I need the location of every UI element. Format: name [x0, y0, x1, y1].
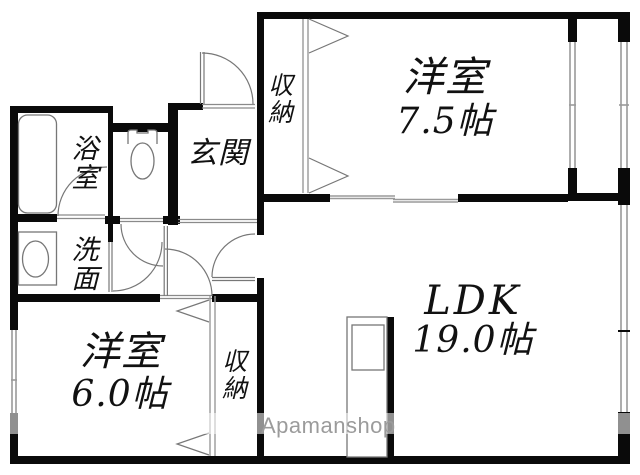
entrance-threshold	[202, 103, 255, 109]
watermark-text: Apamanshop	[261, 413, 396, 438]
wall-toilet-bottom-stub	[163, 216, 180, 224]
room-label-genkan: 玄関	[187, 136, 249, 171]
sliding-door	[302, 19, 309, 193]
toilet-door	[120, 223, 164, 267]
window	[620, 205, 628, 330]
closet-door-marks	[175, 18, 350, 456]
room-label-western-60-name: 洋室	[80, 329, 162, 375]
wall-room75-ldk-left	[257, 194, 330, 202]
folding-door-triangle	[175, 299, 210, 323]
door-swing-arc	[120, 223, 164, 267]
door-swing-arc	[57, 166, 108, 217]
wall-bottom	[10, 456, 630, 464]
bathtub-icon	[17, 114, 58, 214]
wall-left	[10, 106, 18, 464]
folding-door-triangle	[308, 18, 350, 54]
room60-door-threshold	[160, 294, 212, 300]
door-swing-arc	[112, 241, 163, 292]
thresholds	[57, 103, 257, 300]
windows	[11, 42, 629, 413]
wall-room75-ldk-right	[458, 194, 568, 202]
window	[620, 332, 628, 412]
ldk-door	[211, 233, 256, 282]
wall-bath-right	[108, 110, 113, 242]
room-label-closet-bottom: 収納	[218, 348, 248, 402]
opening-window-right-mid	[618, 205, 630, 330]
toilet-door-threshold	[120, 217, 163, 223]
wall-top	[257, 12, 630, 19]
genkan-step-line	[178, 218, 257, 224]
door-swing-arc	[201, 52, 254, 105]
room-label-bathroom: 浴室	[66, 134, 98, 192]
room-label-closet-top: 収納	[264, 72, 294, 126]
room-label-ldk-size: 19.0帖	[412, 320, 534, 361]
room-label-ldk-name: LDK	[424, 278, 522, 324]
bath-door-threshold	[57, 214, 105, 220]
folding-door-triangle	[175, 432, 210, 456]
wall-balcony-bottom	[568, 193, 618, 201]
wall-bath-bottom-stub	[105, 216, 120, 224]
wall-toilet-top	[113, 123, 170, 132]
entrance-door	[199, 52, 254, 105]
folding-door-triangle	[308, 157, 350, 194]
watermark-band	[0, 413, 640, 434]
wall-washroom-bottom	[10, 294, 160, 302]
wall-bath-bottom	[10, 214, 57, 222]
door-swing-arc	[164, 248, 213, 297]
wall-bath-top	[10, 106, 113, 113]
wall-toilet-right	[168, 103, 178, 225]
sink-icon	[17, 231, 58, 286]
washroom-door	[108, 241, 163, 292]
opening-hall-to-ldk	[257, 235, 264, 278]
window	[11, 330, 17, 413]
wall-hall-bottom-right	[212, 294, 264, 302]
toilet-icon	[127, 129, 158, 180]
room60-door	[163, 226, 213, 297]
wall-genkan-top	[170, 103, 203, 110]
room-label-western-75-size: 7.5帖	[396, 101, 494, 142]
room-label-western-60-size: 6.0帖	[71, 374, 169, 415]
opening-window-right-low	[618, 332, 630, 412]
opening-window-left	[10, 330, 18, 413]
wall-kitchen-partition	[387, 317, 394, 458]
room-label-western-75-name: 洋室	[403, 53, 487, 101]
room-label-washroom: 洗面	[66, 235, 98, 293]
bath-door	[57, 166, 108, 217]
hinged-doors	[57, 52, 256, 297]
door-swing-arc	[211, 233, 256, 278]
window	[569, 42, 576, 168]
window	[619, 42, 629, 168]
sliding-door	[330, 195, 458, 203]
